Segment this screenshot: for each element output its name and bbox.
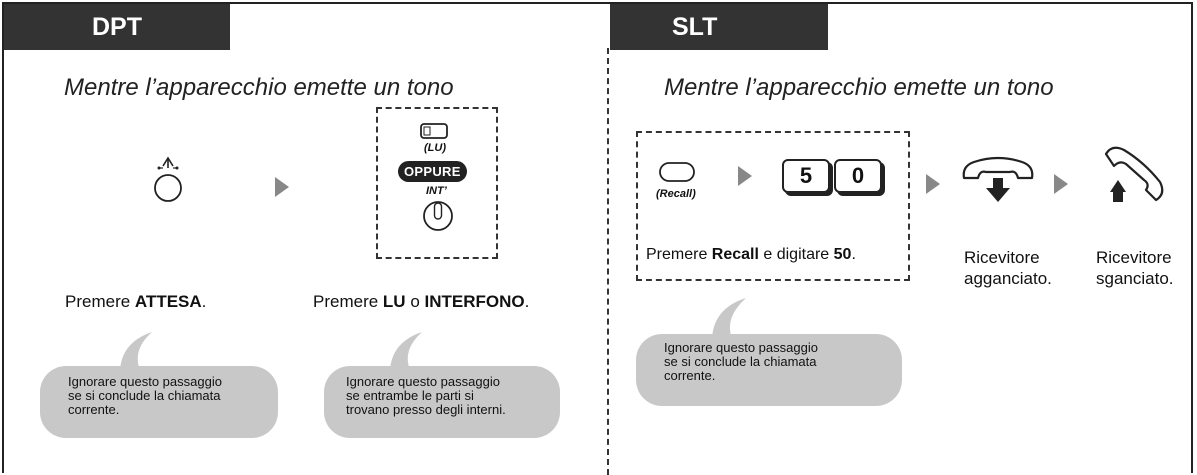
recall-icon <box>658 161 698 188</box>
arrow-right-icon <box>926 174 940 199</box>
step-lu-caption: Premere LU o INTERFONO. <box>313 292 530 311</box>
hold-icon <box>143 142 193 209</box>
lu-key-label: (LU) <box>424 142 446 154</box>
arrow-right-icon <box>738 166 752 191</box>
intercom-icon <box>421 199 455 238</box>
tab-slt-label: SLT <box>672 12 718 41</box>
digit-key-5: 5 <box>782 159 830 193</box>
int-key-label: INT’ <box>426 185 447 197</box>
digit-key-0: 0 <box>834 159 882 193</box>
note-bubble-3 <box>636 296 906 408</box>
oppure-badge: OPPURE <box>398 161 467 182</box>
left-subtitle: Mentre l’apparecchio emette un tono <box>64 74 454 101</box>
lu-key-icon <box>420 123 450 146</box>
tab-dpt-label: DPT <box>92 12 142 41</box>
step-hold-caption: Premere ATTESA. <box>65 292 207 311</box>
line-or-intercom-box: (LU) OPPURE INT’ <box>376 107 498 259</box>
tab-slt: SLT <box>610 4 828 50</box>
recall-box: (Recall) 5 0 Premere Recall e digitare 5… <box>636 131 910 281</box>
note-bubble-1 <box>40 330 280 440</box>
handset-down-icon <box>958 148 1038 213</box>
right-subtitle: Mentre l’apparecchio emette un tono <box>664 74 1054 101</box>
arrow-right-icon <box>275 177 289 202</box>
step-recall-caption: Premere Recall e digitare 50. <box>646 246 856 263</box>
arrow-right-icon <box>1054 174 1068 199</box>
tab-dpt: DPT <box>4 4 230 50</box>
handset-up-icon <box>1096 142 1168 221</box>
column-divider <box>607 48 609 475</box>
note-bubble-2 <box>324 330 564 440</box>
recall-label: (Recall) <box>656 188 696 200</box>
